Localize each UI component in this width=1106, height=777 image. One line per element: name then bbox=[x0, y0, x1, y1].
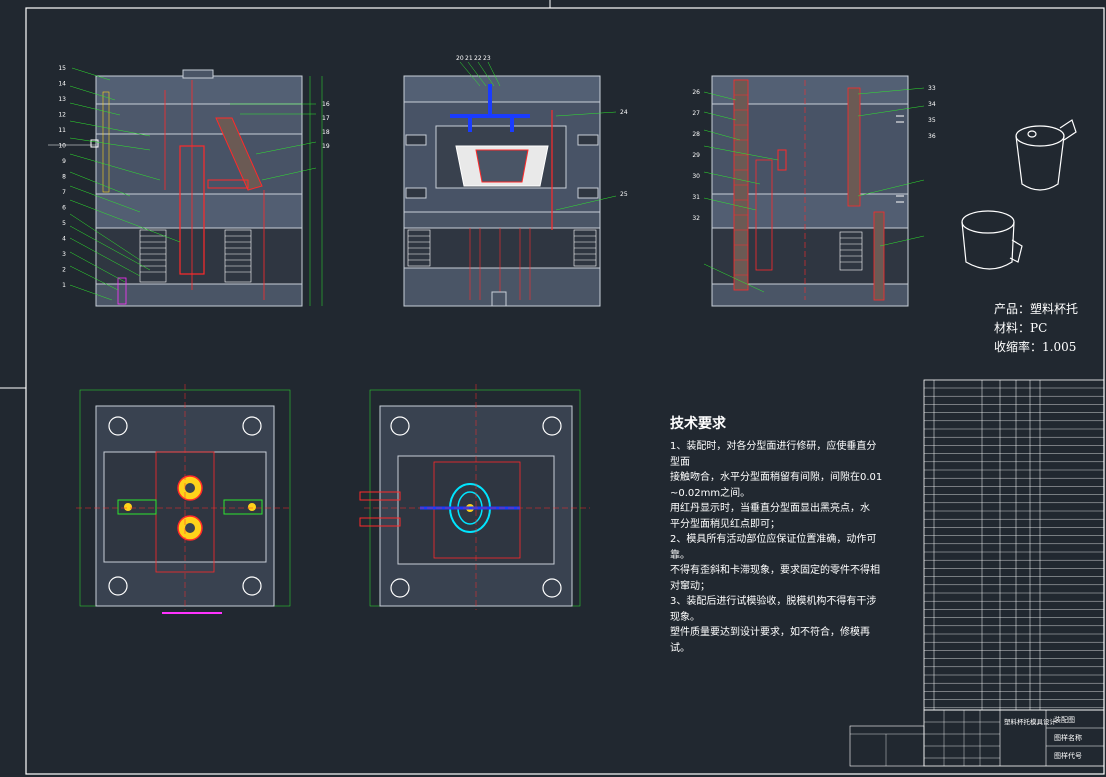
part-label: 22 bbox=[474, 55, 482, 62]
bom-table bbox=[923, 379, 1105, 711]
part-label: 33 bbox=[928, 85, 936, 92]
part-label: 12 bbox=[58, 112, 66, 119]
side-section-view bbox=[711, 75, 909, 307]
front-leaders bbox=[69, 67, 317, 301]
front-section-view bbox=[48, 69, 323, 307]
tech-line: 试。 bbox=[670, 642, 690, 654]
part-label: 7 bbox=[62, 189, 66, 196]
middle-leaders bbox=[459, 61, 617, 211]
part-label: 31 bbox=[692, 194, 700, 201]
top-view-right bbox=[359, 384, 590, 610]
part-label: 20 bbox=[456, 55, 464, 62]
part-label: 15 bbox=[58, 65, 66, 72]
part-label: 30 bbox=[692, 173, 700, 180]
part-label: 16 bbox=[322, 101, 330, 108]
part-label: 5 bbox=[62, 220, 66, 227]
tech-line: 1、装配时，对各分型面进行修研，应使垂直分 bbox=[670, 441, 877, 452]
part-label: 2 bbox=[62, 267, 66, 274]
drawing-code: 图样代号 bbox=[1054, 751, 1082, 760]
tech-line: 平分型面稍见红点即可； bbox=[670, 518, 780, 530]
tech-line: ~0.02mm之间。 bbox=[670, 487, 751, 499]
part-label: 8 bbox=[62, 174, 66, 181]
part-number-labels: 1514131211109876543211617181926272829303… bbox=[58, 55, 935, 289]
tech-line: 用红丹显示时，当垂直分型面显出黑亮点，水 bbox=[670, 503, 870, 514]
part-label: 14 bbox=[58, 81, 66, 88]
part-label: 23 bbox=[483, 55, 491, 62]
part-label: 19 bbox=[322, 143, 330, 150]
part-label: 17 bbox=[322, 115, 330, 122]
part-label: 13 bbox=[58, 96, 66, 103]
part-label: 32 bbox=[692, 215, 700, 222]
part-label: 24 bbox=[620, 109, 628, 116]
part-sketch-lower bbox=[961, 210, 1023, 270]
product-name: 产品：塑料杯托 bbox=[994, 302, 1079, 316]
part-label: 3 bbox=[62, 251, 66, 258]
product-material: 材料：PC bbox=[994, 321, 1048, 335]
technical-requirements: 技术要求 1、装配时，对各分型面进行修研，应使垂直分型面接触吻合，水平分型面稍留… bbox=[670, 413, 883, 656]
top-view-left bbox=[76, 384, 292, 614]
part-label: 18 bbox=[322, 129, 330, 136]
tech-line: 型面 bbox=[670, 456, 690, 468]
tech-line: 接触吻合，水平分型面稍留有间隙，间隙在0.01 bbox=[670, 472, 883, 483]
part-label: 9 bbox=[62, 158, 66, 165]
part-label: 26 bbox=[692, 89, 700, 96]
tech-line: 现象。 bbox=[670, 611, 700, 623]
part-label: 11 bbox=[58, 127, 66, 134]
title-block: 塑料杯托模具设计 装配图 图样名称 图样代号 bbox=[849, 709, 1105, 767]
part-label: 25 bbox=[620, 191, 628, 198]
tech-line: 3、装配后进行试模验收，脱模机构不得有干涉 bbox=[670, 596, 877, 607]
tech-line: 2、模具所有活动部位应保证位置准确，动作可 bbox=[670, 534, 877, 545]
drawing-name: 图样名称 bbox=[1054, 733, 1082, 742]
part-label: 1 bbox=[62, 282, 66, 289]
tech-lines: 1、装配时，对各分型面进行修研，应使垂直分型面接触吻合，水平分型面稍留有间隙，间… bbox=[670, 439, 883, 656]
part-label: 34 bbox=[928, 101, 936, 108]
part-label: 29 bbox=[692, 152, 700, 159]
part-label: 10 bbox=[58, 143, 66, 150]
part-label: 36 bbox=[928, 133, 936, 140]
middle-section-view bbox=[403, 75, 601, 307]
part-label: 27 bbox=[692, 110, 700, 117]
tech-line: 不得有歪斜和卡滞现象，要求固定的零件不得相 bbox=[670, 565, 880, 576]
side-leaders bbox=[703, 87, 925, 293]
part-label: 21 bbox=[465, 55, 473, 62]
part-sketch-upper bbox=[1015, 119, 1077, 191]
tech-title: 技术要求 bbox=[670, 416, 726, 432]
part-label: 28 bbox=[692, 131, 700, 138]
part-label: 6 bbox=[62, 205, 66, 212]
product-info: 产品：塑料杯托 材料：PC 收缩率：1.005 bbox=[994, 300, 1078, 357]
part-label: 35 bbox=[928, 117, 936, 124]
tech-line: 对窜动； bbox=[670, 580, 710, 592]
design-title: 塑料杯托模具设计 bbox=[1004, 717, 1057, 726]
part-label: 4 bbox=[62, 236, 66, 243]
drawing-type: 装配图 bbox=[1054, 715, 1075, 724]
tech-line: 塑件质量要达到设计要求，如不符合，修模再 bbox=[670, 627, 870, 638]
tech-line: 靠。 bbox=[670, 549, 690, 561]
product-shrinkage: 收缩率：1.005 bbox=[994, 340, 1077, 354]
